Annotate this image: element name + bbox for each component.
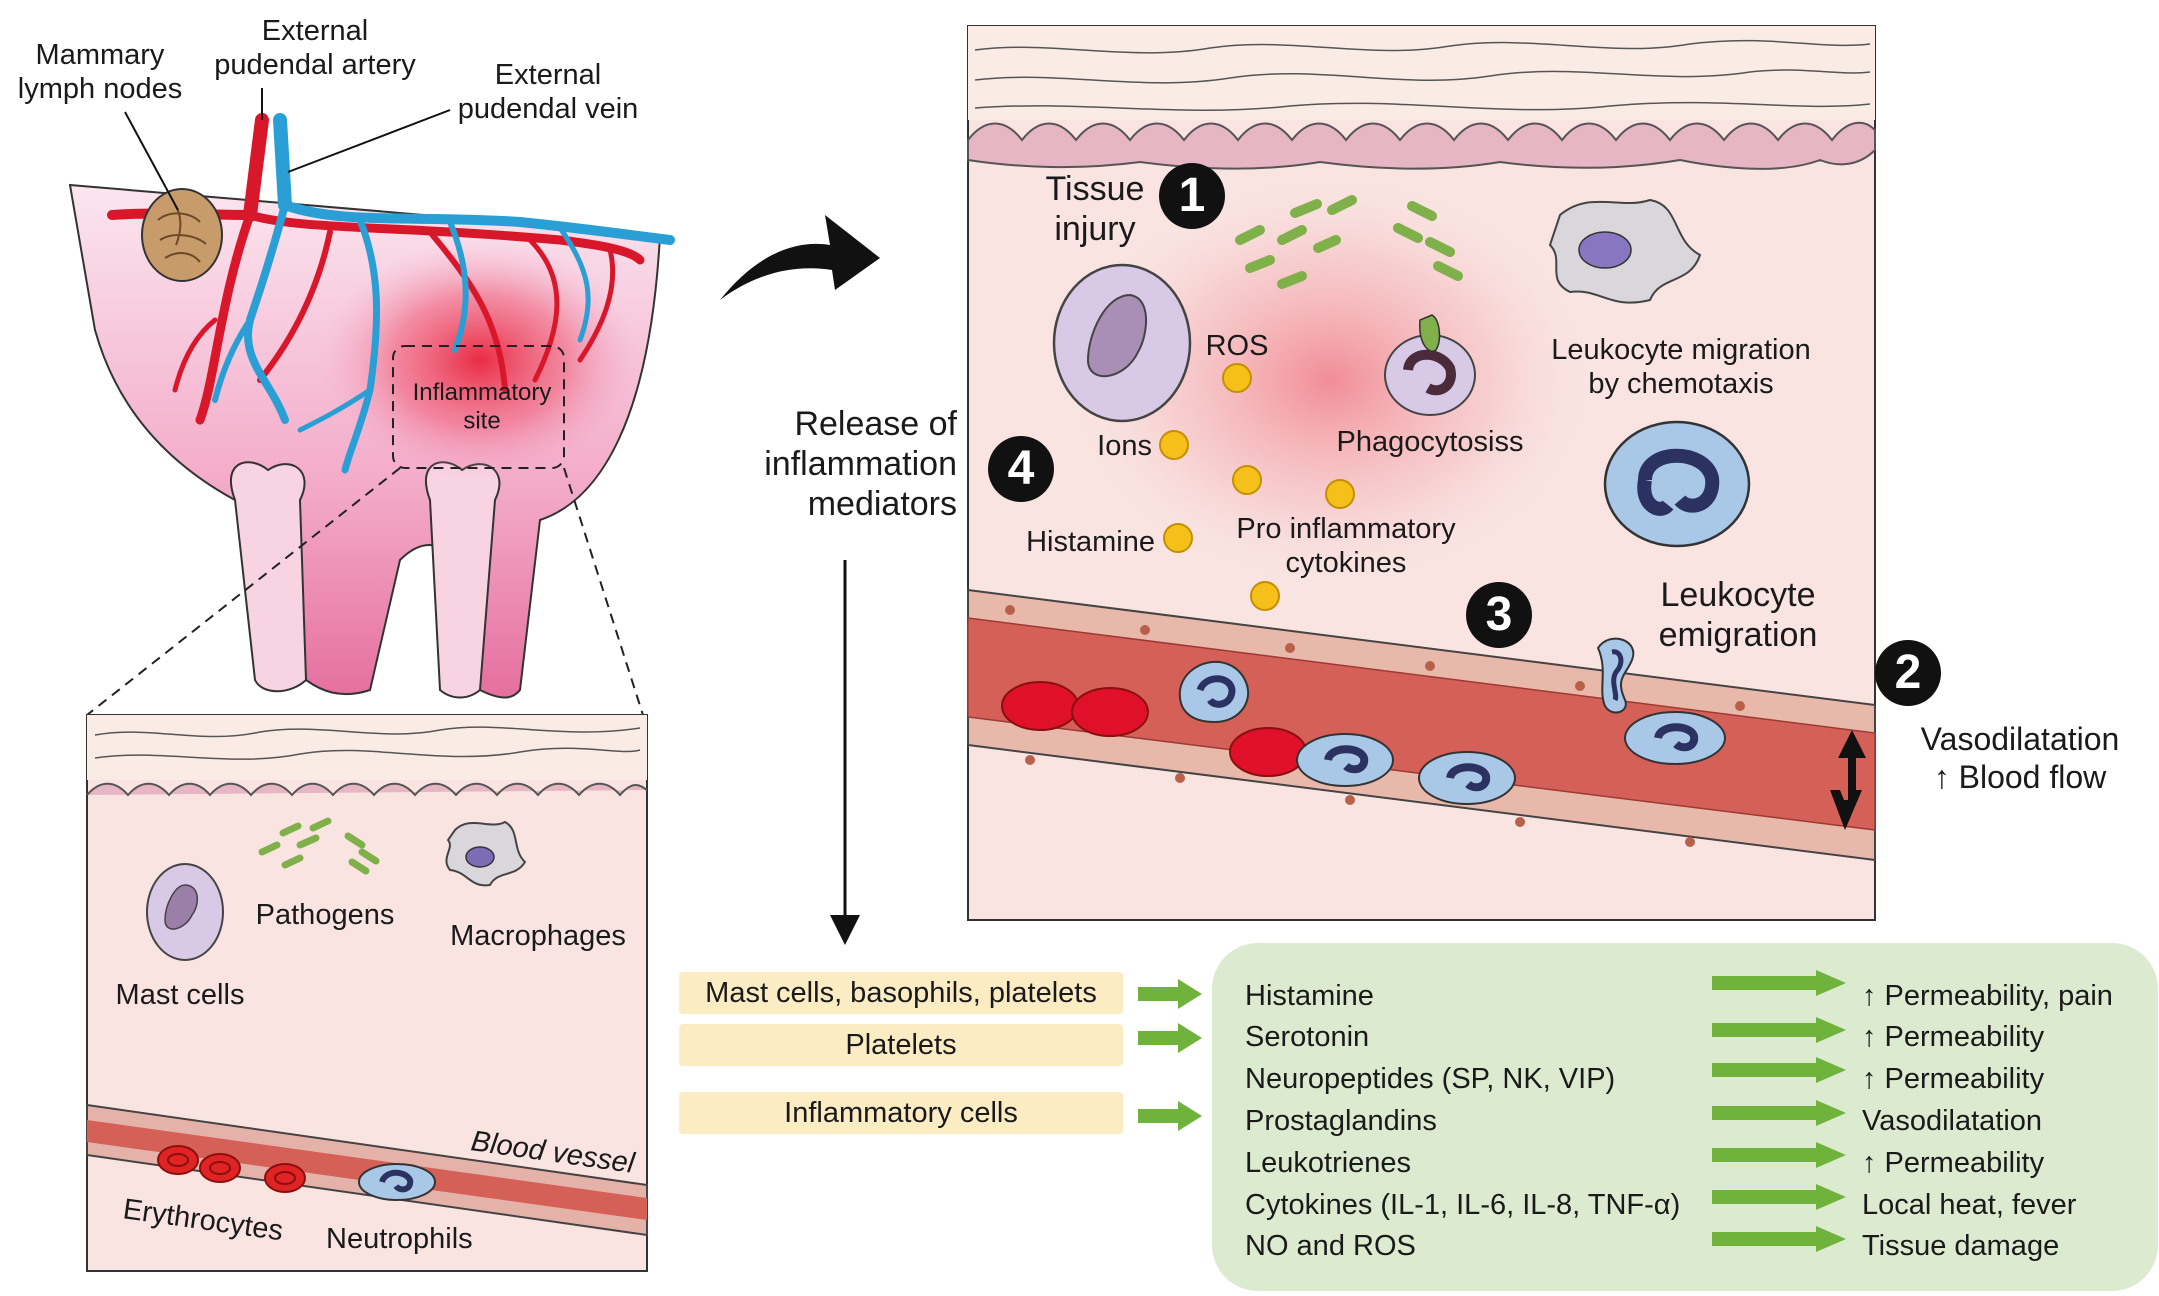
mediator-effects-panel	[1212, 943, 2158, 1291]
mediator-name: Serotonin	[1245, 1021, 1370, 1053]
mediator-effect: ↑ Permeability, pain	[1862, 980, 2113, 1012]
mediator-effect: ↑ Permeability	[1862, 1063, 2045, 1095]
green-arrow-icon	[1138, 1023, 1202, 1053]
mediator-effect: Tissue damage	[1862, 1230, 2060, 1262]
mediator-name: Leukotrienes	[1245, 1147, 1412, 1179]
label-histamine: Histamine	[1026, 526, 1155, 558]
mediator-effect: Vasodilatation	[1862, 1105, 2043, 1137]
effect-arrow-icon	[1712, 1142, 1846, 1168]
tissue-panel-large	[967, 25, 1876, 921]
label-mast-cells: Mast cells	[116, 979, 245, 1011]
effect-arrow-icon	[1712, 1017, 1846, 1043]
step-badge-2: 2	[1875, 640, 1941, 706]
mediator-name: Prostaglandins	[1245, 1105, 1437, 1137]
effect-arrow-icon	[1712, 1100, 1846, 1126]
mediator-name: NO and ROS	[1245, 1230, 1416, 1262]
label-vasodilatation: Vasodilatation↑ Blood flow	[1921, 721, 2120, 795]
effect-arrow-icon	[1712, 1226, 1846, 1252]
step-badge-4: 4	[988, 436, 1054, 502]
source-box-inflammatory-cells: Inflammatory cells	[679, 1092, 1123, 1134]
green-arrow-icon	[1138, 979, 1202, 1009]
label-neutrophils: Neutrophils	[326, 1223, 473, 1255]
step-badge-1: 1	[1159, 163, 1225, 229]
effect-arrow-icon	[1712, 1057, 1846, 1083]
label-pathogens: Pathogens	[256, 899, 395, 931]
effect-arrow-icon	[1712, 970, 1846, 996]
source-box-platelets: Platelets	[679, 1024, 1123, 1066]
mediator-name: Neuropeptides (SP, NK, VIP)	[1245, 1063, 1616, 1095]
label-macrophages: Macrophages	[450, 920, 626, 952]
udder-illustration	[68, 88, 675, 716]
label-ros: ROS	[1206, 330, 1269, 362]
label-phagocytosis: Phagocytosiss	[1337, 426, 1524, 458]
mediator-effect: ↑ Permeability	[1862, 1021, 2045, 1053]
green-arrow-icon	[1138, 1101, 1202, 1131]
curved-arrow-icon	[720, 215, 880, 300]
label-ions: Ions	[1097, 430, 1152, 462]
mediator-name: Histamine	[1245, 980, 1374, 1012]
tissue-panel-small	[86, 714, 648, 1272]
step-badge-3: 3	[1466, 582, 1532, 648]
source-box-mast-cells: Mast cells, basophils, platelets	[679, 972, 1123, 1014]
mediator-effect: ↑ Permeability	[1862, 1147, 2045, 1179]
mediator-name: Cytokines (IL-1, IL-6, IL-8, TNF-α)	[1245, 1189, 1681, 1221]
mammary-lymph-node	[141, 188, 223, 282]
effect-arrow-icon	[1712, 1184, 1846, 1210]
mediator-effect: Local heat, fever	[1862, 1189, 2077, 1221]
